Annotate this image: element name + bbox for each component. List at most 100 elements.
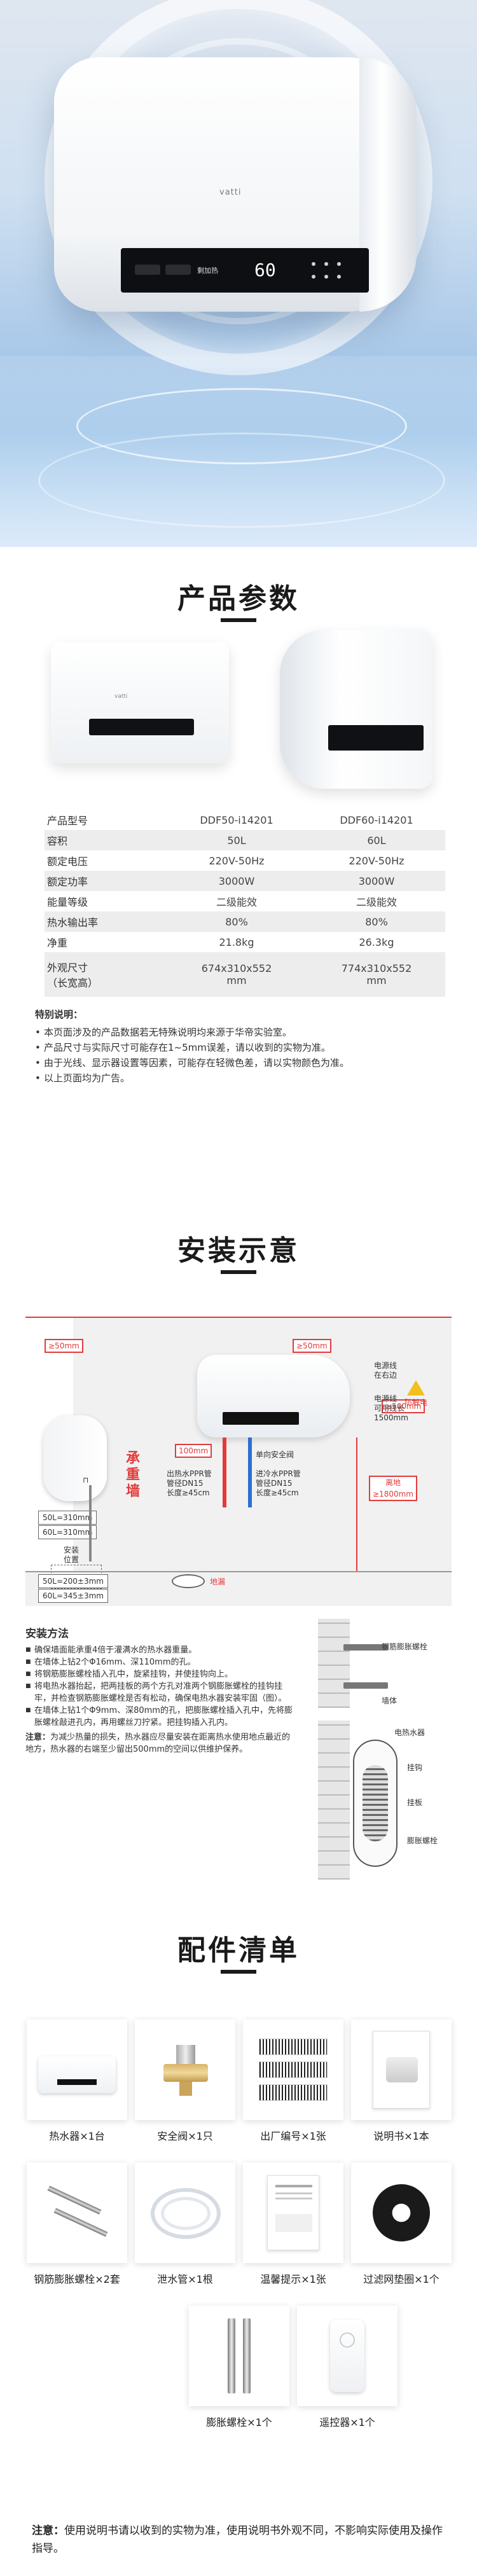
- spec-label: 能量等级: [47, 896, 88, 908]
- accessory-label: 遥控器×1个: [319, 2416, 375, 2428]
- spec-label: 额定功率: [45, 871, 165, 891]
- spec-row: 能量等级 二级能效 二级能效: [45, 891, 445, 911]
- top-gap-left: ≥50mm: [45, 1339, 83, 1353]
- floor-drain-label: 地漏: [210, 1577, 226, 1586]
- panel-indicator: [337, 262, 341, 266]
- panel-button: [135, 265, 160, 275]
- hero-banner: vatti 剩加热 60: [0, 0, 477, 547]
- shower-head-icon: ⊓: [83, 1476, 89, 1485]
- method-warning: 注意：为减少热量的损失，热水器应尽量安装在距离热水使用地点最近的地方，热水器的右…: [25, 1731, 293, 1755]
- expansion-bolt-icon: [224, 2318, 256, 2393]
- section-title-accessories: 配件清单: [177, 1934, 300, 1967]
- spec-value-60l: DDF60-i14201: [340, 814, 413, 826]
- accessory-label: 说明书×1本: [373, 2130, 429, 2142]
- accessory-label: 钢筋膨胀螺栓×2套: [34, 2273, 120, 2285]
- cold-water-pipe: [248, 1437, 252, 1507]
- bolt-spacing-60: 60L=345±3mm: [38, 1589, 108, 1603]
- spec-value-50l: 21.8kg: [219, 936, 254, 948]
- accessory-card: [135, 2163, 235, 2263]
- expansion-bolt-label: 膨胀螺栓: [407, 1836, 438, 1845]
- mounting-detail-diagram: 钢筋膨胀螺栓 墙体 电热水器 挂钩 挂板 膨胀螺栓: [318, 1619, 458, 1886]
- heater-inner-tank: [363, 1765, 388, 1841]
- temperature-display: 60: [254, 260, 276, 280]
- top-gap-right: ≥50mm: [293, 1339, 331, 1353]
- heater-icon: [38, 2056, 116, 2093]
- bottom-note: 注意：使用说明书请以收到的实物为准，使用说明书外观不同，不影响实际使用及操作指导…: [32, 2522, 452, 2558]
- water-ripple: [38, 433, 445, 528]
- accessory-card: [243, 2019, 343, 2120]
- install-method: 安装方法 确保墙面能承重4倍于灌满水的热水器重量。 在墙体上钻2个Φ16mm、深…: [25, 1628, 293, 1755]
- right-gap: ≥500mm: [382, 1399, 425, 1413]
- remote-icon: [330, 2320, 364, 2392]
- product-angle-image: [280, 630, 432, 789]
- note-item: 由于光线、显示器设置等因素，可能存在轻微色差，请以实物颜色为准。: [35, 1055, 455, 1070]
- accessory-card: [243, 2163, 343, 2263]
- heater-label: 电热水器: [394, 1728, 425, 1737]
- serial-label-icon: [259, 2039, 328, 2102]
- heater-end-cap: [359, 57, 417, 312]
- panel-button: [165, 265, 191, 275]
- steel-bolt-shape: [343, 1682, 388, 1689]
- power-cord-side-label: 电源线 在右边: [374, 1361, 398, 1380]
- section-title-install: 安装示意: [177, 1235, 300, 1267]
- heater-control-panel: [328, 725, 424, 751]
- accessory-label: 出厂编号×1张: [260, 2130, 326, 2142]
- heater-control-panel: [89, 719, 194, 735]
- filter-gasket-icon: [373, 2184, 430, 2241]
- warning-label: 注意：: [25, 1733, 51, 1742]
- spec-value-50l: 二级能效: [216, 896, 257, 908]
- install-position-label: 安装 位置: [64, 1546, 80, 1564]
- hot-water-pipe: [223, 1437, 226, 1507]
- method-step: 将钢筋膨胀螺栓插入孔中，旋紧挂钩，并使挂钩向上。: [25, 1668, 293, 1680]
- accessory-card: [189, 2306, 289, 2406]
- pipe-distance-label: 100mm: [175, 1444, 212, 1458]
- spec-label: 净重: [47, 937, 68, 949]
- heater-side-view: [43, 1415, 107, 1501]
- hot-pipe-spec: 出热水PPR管 管径DN15 长度≥45cm: [167, 1469, 212, 1497]
- spec-value-60l: 60L: [305, 830, 445, 850]
- spec-value-50l: 3000W: [165, 871, 305, 891]
- product-front-image: vatti: [51, 642, 229, 763]
- floor-height-label: 离地 ≥1800mm: [369, 1476, 417, 1501]
- title-underline: [221, 618, 256, 622]
- shower-hose: [89, 1485, 92, 1562]
- panel-indicator: [312, 262, 315, 266]
- method-step: 在墙体上钻1个Φ9mm、深80mm的孔，把膨胀螺栓插入孔中，先将膨胀螺栓敲进孔内…: [25, 1705, 293, 1729]
- side-depth-50: 50L=310mm: [38, 1511, 97, 1525]
- panel-label: 剩加热: [197, 267, 218, 275]
- drain-tube-icon: [151, 2188, 221, 2239]
- check-valve-label: 单向安全阀: [256, 1450, 294, 1459]
- method-heading: 安装方法: [25, 1628, 69, 1640]
- manual-icon: [373, 2031, 430, 2109]
- accessory-card: [135, 2019, 235, 2120]
- accessory-card: [297, 2306, 398, 2406]
- spec-value-50l: 220V-50Hz: [209, 854, 265, 867]
- valve-icon: [163, 2045, 208, 2096]
- steel-bolt-icon: [46, 2185, 109, 2237]
- spec-value-60l: 3000W: [305, 871, 445, 891]
- accessory-label: 安全阀×1只: [157, 2130, 213, 2142]
- spec-value-60l: 二级能效: [356, 896, 397, 908]
- wall-brick: [318, 1619, 350, 1708]
- electric-warning-label: 防触电: [404, 1398, 428, 1407]
- panel-indicator: [324, 262, 328, 266]
- tip-card-icon: [267, 2175, 319, 2250]
- accessory-label: 过滤网垫圈×1个: [363, 2273, 439, 2285]
- bottom-note-label: 注意：: [32, 2524, 64, 2537]
- water-heater-image: vatti 剩加热 60: [54, 57, 417, 312]
- method-step: 在墙体上钻2个Φ16mm、深110mm的孔。: [25, 1656, 293, 1668]
- power-cord-length: 电源线 可用线长 1500mm: [374, 1394, 408, 1422]
- brand-logo: vatti: [219, 188, 242, 197]
- accessory-card: [351, 2163, 452, 2263]
- accessory-label: 膨胀螺栓×1个: [206, 2416, 272, 2428]
- spec-value-50l: DDF50-i14201: [200, 814, 273, 826]
- bearing-wall-label: 承重墙: [123, 1450, 139, 1500]
